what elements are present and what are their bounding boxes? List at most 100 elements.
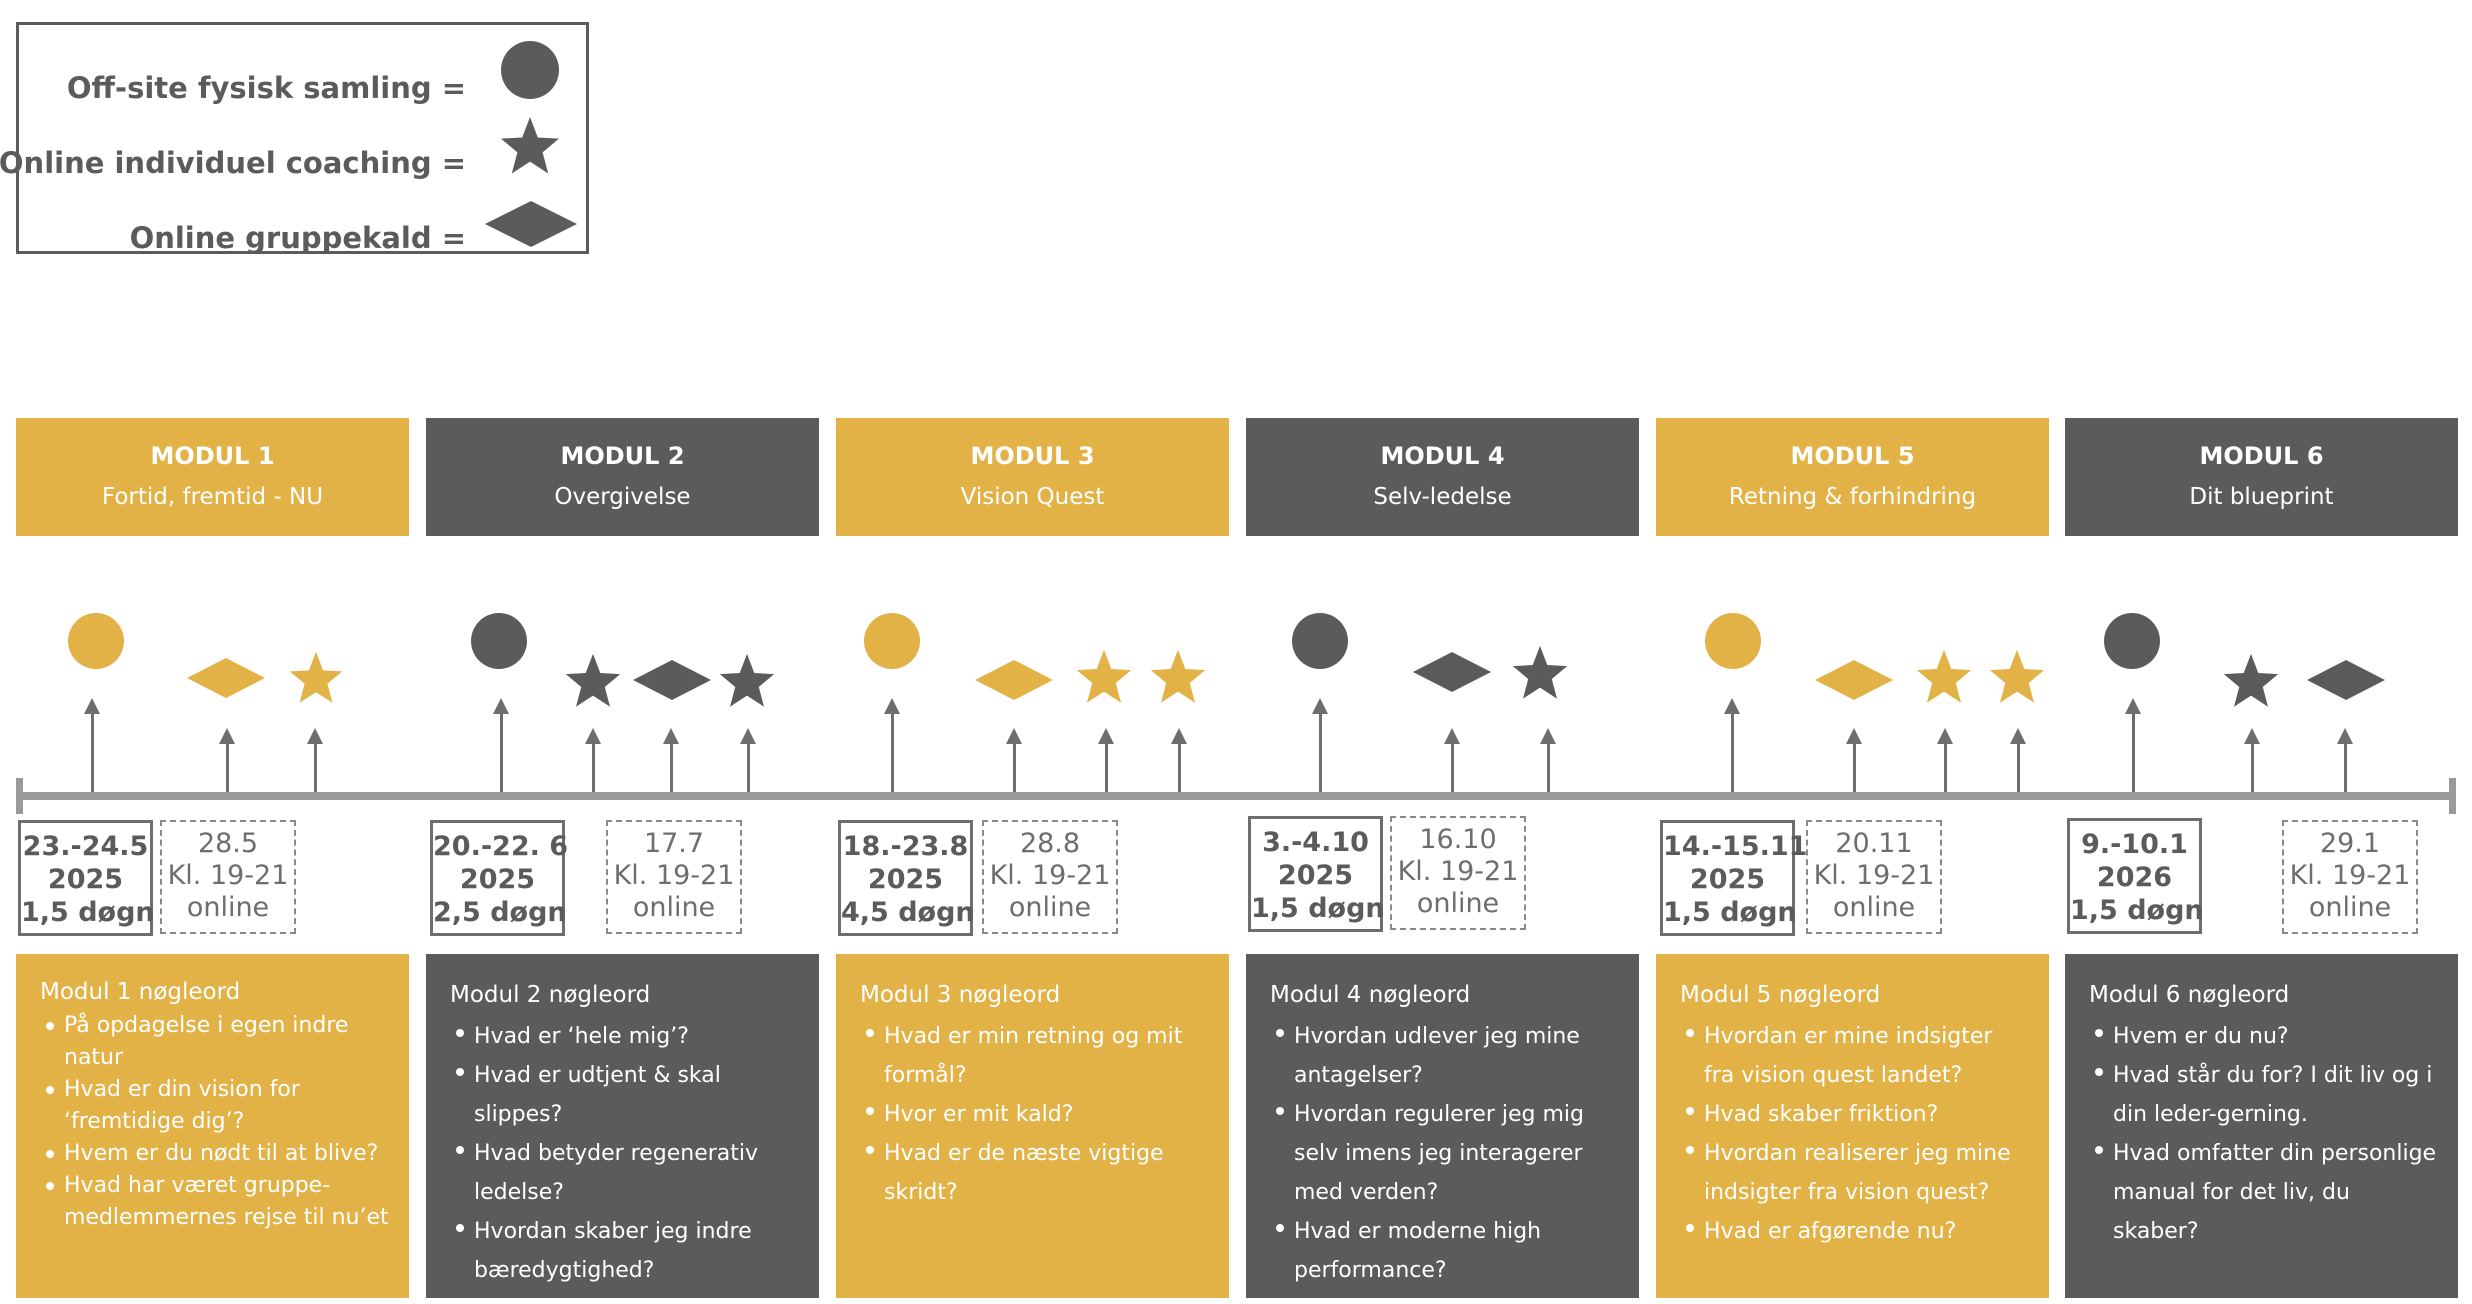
date-line: 2025 [867,864,944,895]
keyword-item: Hvad er ‘hele mig’? [456,1017,799,1056]
keyword-item: Hvad er udtjent & skal slippes? [456,1056,799,1134]
star-icon [501,117,559,174]
module-1-keywords: Modul 1 nøgleord På opdagelse i egen ind… [16,954,409,1298]
module-5-header: MODUL 5 Retning & forhindring [1656,418,2049,536]
keywords-title: Modul 6 nøgleord [2089,982,2290,1008]
keyword-item: Hvem er du nu? [2095,1017,2438,1056]
coaching-star-icon [2223,653,2279,707]
date-line: 2,5 døgn [433,897,567,928]
date-line: online [186,892,270,923]
module-3-gathering-date: 18.-23.8 2025 4,5 døgn [838,820,975,936]
date-line: 2025 [47,864,124,895]
diamond-icon [485,201,577,247]
module-3-subtitle: Vision Quest [960,484,1105,510]
timeline-arrow [884,698,900,792]
date-line: 29.1 [2319,828,2381,859]
legend-label-coaching: Online individuel coaching = [0,146,466,180]
timeline-arrow [307,728,323,792]
timeline-start-cap [16,778,23,814]
gathering-circle-icon [471,613,527,669]
keyword-item: Hvordan udlever jeg mine antagelser? [1276,1017,1619,1095]
date-line: Kl. 19-21 [613,860,735,891]
module-5-online-date: 20.11 Kl. 19-21 online [1806,820,1942,934]
date-line: Kl. 19-21 [1397,856,1519,887]
module-4-header: MODUL 4 Selv-ledelse [1246,418,1639,536]
date-line: 28.8 [1019,828,1081,859]
group-call-diamond-icon [187,658,265,698]
keyword-item: Hvordan skaber jeg indre bæredygtighed? [456,1212,799,1290]
module-5-title: MODUL 5 [1790,442,1915,470]
module-2-title: MODUL 2 [560,442,685,470]
keyword-item: Hvad skaber friktion? [1686,1095,2029,1134]
group-call-diamond-icon [975,660,1053,700]
coaching-star-icon [1512,645,1568,699]
timeline-arrow [585,728,601,792]
date-line: Kl. 19-21 [167,860,289,891]
keywords-list: Hvordan er mine indsigter fra vision que… [1680,1017,2029,1251]
date-line: 18.-23.8 [842,831,969,862]
module-4-keywords: Modul 4 nøgleord Hvordan udlever jeg min… [1246,954,1639,1298]
gathering-circle-icon [68,613,124,669]
date-line: 14.-15.11 [1663,831,1808,862]
timeline-arrow [493,698,509,792]
module-1-header: MODUL 1 Fortid, fremtid - NU [16,418,409,536]
keyword-item: Hvad er min retning og mit formål? [866,1017,1209,1095]
keywords-title: Modul 2 nøgleord [450,982,651,1008]
module-6-header: MODUL 6 Dit blueprint [2065,418,2458,536]
timeline-arrow [2125,698,2141,792]
module-5-keywords: Modul 5 nøgleord Hvordan er mine indsigt… [1656,954,2049,1298]
module-6-gathering-date: 9.-10.1 2026 1,5 døgn [2067,818,2204,934]
timeline-arrow [2244,728,2260,792]
keywords-title: Modul 4 nøgleord [1270,982,1471,1008]
keywords-list: Hvordan udlever jeg mine antagelser? Hvo… [1270,1017,1619,1290]
keyword-item: Hvad omfatter din personlige manual for … [2095,1134,2438,1251]
keyword-item: Hvad er afgørende nu? [1686,1212,2029,1251]
timeline-arrow [1312,698,1328,792]
keyword-item: Hvor er mit kald? [866,1095,1209,1134]
module-2-keywords: Modul 2 nøgleord Hvad er ‘hele mig’? Hva… [426,954,819,1298]
date-line: 20.11 [1835,828,1913,859]
timeline-arrow [2337,728,2353,792]
module-1-title: MODUL 1 [150,442,275,470]
group-call-diamond-icon [1413,652,1491,692]
legend: Off-site fysisk samling = Online individ… [0,22,589,255]
timeline-arrow [2010,728,2026,792]
keywords-title: Modul 1 nøgleord [40,979,241,1005]
module-2-online-date: 17.7 Kl. 19-21 online [606,820,742,934]
module-4-online-date: 16.10 Kl. 19-21 online [1390,816,1526,930]
keyword-item: Hvad er de næste vigtige skridt? [866,1134,1209,1212]
keyword-item: Hvad står du for? I dit liv og i din led… [2095,1056,2438,1134]
coaching-star-icon [289,651,343,703]
keywords-title: Modul 3 nøgleord [860,982,1061,1008]
coaching-star-icon [1150,649,1206,703]
timeline-arrow [1846,728,1862,792]
module-6-online-date: 29.1 Kl. 19-21 online [2282,820,2418,934]
keywords-list: Hvad er min retning og mit formål? Hvor … [860,1017,1209,1212]
date-line: 23.-24.5 [22,831,149,862]
date-line: 2025 [1277,860,1354,891]
timeline-arrow [740,728,756,792]
timeline-arrow [1540,728,1556,792]
keywords-title: Modul 5 nøgleord [1680,982,1881,1008]
date-line: 2025 [1689,864,1766,895]
keyword-item: Hvad er moderne high performance? [1276,1212,1619,1290]
keyword-item: Hvordan er mine indsigter fra vision que… [1686,1017,2029,1095]
gathering-circle-icon [2104,613,2160,669]
keyword-item: Hvad er din vision for ‘fremtidige dig’? [46,1074,389,1138]
module-6-title: MODUL 6 [2199,442,2324,470]
timeline-arrow [1444,728,1460,792]
keyword-item: Hvordan realiserer jeg mine indsigter fr… [1686,1134,2029,1212]
module-2-gathering-date: 20.-22. 6 2025 2,5 døgn [430,820,568,936]
module-6-keywords: Modul 6 nøgleord Hvem er du nu? Hvad stå… [2065,954,2458,1298]
module-1-subtitle: Fortid, fremtid - NU [101,484,324,510]
module-4-title: MODUL 4 [1380,442,1505,470]
date-line: Kl. 19-21 [2289,860,2411,891]
module-6-subtitle: Dit blueprint [2189,484,2334,510]
timeline-arrow [1098,728,1114,792]
date-line: online [1416,888,1500,919]
legend-label-group: Online gruppekald = [129,221,466,255]
date-line: 16.10 [1419,824,1497,855]
module-5-gathering-date: 14.-15.11 2025 1,5 døgn [1660,820,1808,936]
date-line: online [1832,892,1916,923]
timeline-end-cap [2449,778,2456,814]
